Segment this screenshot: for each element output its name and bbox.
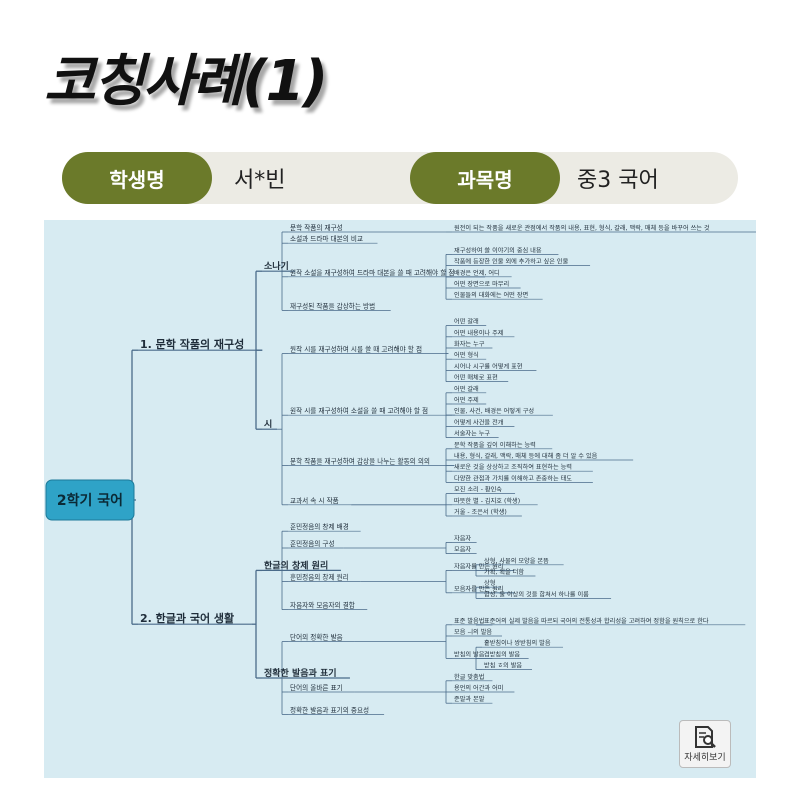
zoom-detail-button[interactable]: 자세히보기	[679, 720, 731, 768]
mind-map-node-label: 한글 맞춤법	[454, 673, 484, 681]
mind-map-node-label: 인물들의 대화에는 어떤 장면	[454, 291, 529, 299]
mind-map-node-label: 어떤 형식	[454, 351, 479, 359]
student-name-value: 서*빈	[234, 168, 286, 193]
mind-map-node-label: 상형	[484, 579, 495, 587]
mind-map-node-label: 모음자	[454, 546, 471, 554]
mind-map-node-label: 자음자	[454, 534, 471, 542]
mind-map-node-label: 재구성된 작품을 감상하는 방법	[290, 301, 375, 310]
mind-map-root	[45, 479, 135, 521]
mind-map-node-label: 시	[264, 419, 272, 430]
mind-map-node-label: 단어의 정확한 발음	[290, 633, 343, 642]
mind-map-node-label: 소설과 드라마 대본의 비교	[290, 234, 363, 243]
student-name-label: 학생명	[62, 152, 212, 204]
mind-map-node-label: 자음자를 만든 원리	[454, 562, 503, 570]
mind-map-node-label: 어떤 매체로 표현	[454, 374, 498, 382]
mind-map-node-label: 정확한 발음과 표기의 중요성	[290, 705, 369, 714]
mind-map-node-label: 작품에 등장한 인물 외에 추가하고 싶은 인물	[454, 258, 569, 266]
mind-map-node-label: 어떤 갈래	[454, 318, 479, 326]
mind-map-node-label: 따뜻한 별 - 김지호 (학생)	[454, 497, 520, 505]
mind-map-node-label: 홑받침이나 쌍받침의 발음	[484, 639, 551, 647]
magnifier-document-icon	[695, 726, 716, 748]
mind-map-node-label: 어떻게 사건을 전개	[454, 418, 504, 426]
mind-map-node-label: 훈민정음의 창제 원리	[290, 573, 349, 582]
mind-map-node-label: 문학 작품을 깊이 이해하는 능력	[454, 441, 536, 449]
mind-map-node-label: 어떤 주제	[454, 396, 479, 404]
zoom-detail-label: 자세히보기	[684, 753, 726, 763]
mind-map-node-label: 문학 작품을 재구성하여 감상을 나누는 활동의 의의	[290, 457, 430, 466]
mind-map-node-label: 1. 문학 작품의 재구성	[140, 337, 244, 351]
mind-map-node-label: 단어의 올바른 표기	[290, 683, 343, 692]
mind-map-node-label: 문학 작품의 재구성	[290, 223, 343, 232]
mind-map: 2학기 국어 1. 문학 작품의 재구성 소나기 문학 작품의 재구성 원전이 되는 작…	[44, 220, 756, 778]
mind-map-root-label: 2학기 국어	[57, 492, 123, 509]
mind-map-node-label: 표준 발음법	[454, 617, 484, 625]
mind-map-node-label: 내용, 형식, 갈래, 맥락, 매체 등에 대해 좀 더 알 수 있음	[454, 452, 598, 460]
mind-map-node-label: 다양한 관점과 가치를 이해하고 존중하는 태도	[454, 474, 572, 482]
mind-map-node-label: 재구성하여 쓸 이야기의 중심 내용	[454, 246, 542, 254]
mind-map-node-label: 모음 ㅢ의 발음	[454, 628, 492, 636]
mind-map-node-label: 원전이 되는 작품을 새로운 관점에서 작품의 내용, 표현, 형식, 갈래, …	[454, 224, 710, 232]
page-title: 코칭사례(1)	[44, 49, 328, 114]
mind-map-node-label: 가획, 획을 더함	[484, 568, 524, 576]
mind-map-node-label: 원작 시를 재구성하여 소설을 쓸 때 고려해야 할 점	[290, 406, 428, 415]
mind-map-node-label: 자음자와 모음자의 결합	[290, 601, 355, 610]
mind-map-node-label: 겹받침의 발음	[484, 650, 520, 658]
mind-map-node-label: 정확한 발음과 표기	[264, 667, 337, 679]
subject-label: 과목명	[410, 152, 560, 204]
mind-map-node-label: 받침 ㅎ의 발음	[484, 662, 522, 670]
mind-map-node-label: 용언의 어간과 어미	[454, 684, 503, 692]
mind-map-node-label: 표준어의 실제 발음을 따르되 국어의 전통성과 합리성을 고려하여 정함을 원…	[484, 617, 709, 625]
mind-map-node-label: 받침의 발음	[454, 650, 485, 658]
mind-map-node-label: 한글의 창제 원리	[264, 559, 328, 571]
mind-map-node-label: 화자는 누구	[454, 340, 485, 348]
mind-map-node-label: 서술자는 누구	[454, 430, 490, 438]
mind-map-node-label: 합성, 둘 이상의 것을 합쳐서 하나를 이룸	[484, 590, 589, 598]
mind-map-node-label: 배경은 언제, 어디	[454, 269, 500, 277]
mind-map-node-label: 시어나 시구를 어떻게 표현	[454, 362, 523, 370]
mind-map-node-label: 인물, 사건, 배경은 어떻게 구성	[454, 407, 534, 415]
mind-map-node-label: 거울 - 조은서 (학생)	[454, 508, 507, 516]
mind-map-nodes: 2학기 국어 1. 문학 작품의 재구성 소나기 문학 작품의 재구성 원전이 되는 작…	[45, 223, 756, 715]
mind-map-node-label: 원작 소설을 재구성하여 드라마 대본을 쓸 때 고려해야 할 점	[290, 268, 454, 277]
mind-map-node-label: 어떤 장면으로 마무리	[454, 280, 509, 288]
mind-map-node-label: 어떤 내용이나 주제	[454, 329, 504, 337]
mind-map-node-label: 교과서 속 시 작품	[290, 496, 339, 505]
subject-value: 중3 국어	[577, 168, 659, 193]
mind-map-node-label: 원작 시를 재구성하여 시를 쓸 때 고려해야 할 점	[290, 345, 422, 354]
mind-map-node-label: 모음자를 만든 원리	[454, 585, 503, 593]
mind-map-node-label: 어떤 갈래	[454, 385, 479, 393]
mind-map-node-label: 훈민정음의 창제 배경	[290, 522, 349, 531]
mind-map-node-label: 소나기	[264, 260, 289, 272]
mind-map-node-label: 모진 소리 - 황인숙	[454, 486, 502, 494]
mind-map-node-label: 준말과 본말	[454, 695, 485, 703]
info-bar: 학생명 서*빈 과목명 중3 국어	[62, 152, 738, 204]
mind-map-node-label: 2. 한글과 국어 생활	[140, 611, 234, 625]
mind-map-node-label: 상형, 사물의 모양을 본뜸	[484, 557, 549, 565]
mind-map-canvas: 2학기 국어 1. 문학 작품의 재구성 소나기 문학 작품의 재구성 원전이 되는 작…	[45, 223, 756, 715]
mind-map-node-label: 새로운 것을 상상하고 조직하여 표현하는 능력	[454, 463, 572, 471]
mind-map-node-label: 훈민정음의 구성	[290, 539, 335, 548]
